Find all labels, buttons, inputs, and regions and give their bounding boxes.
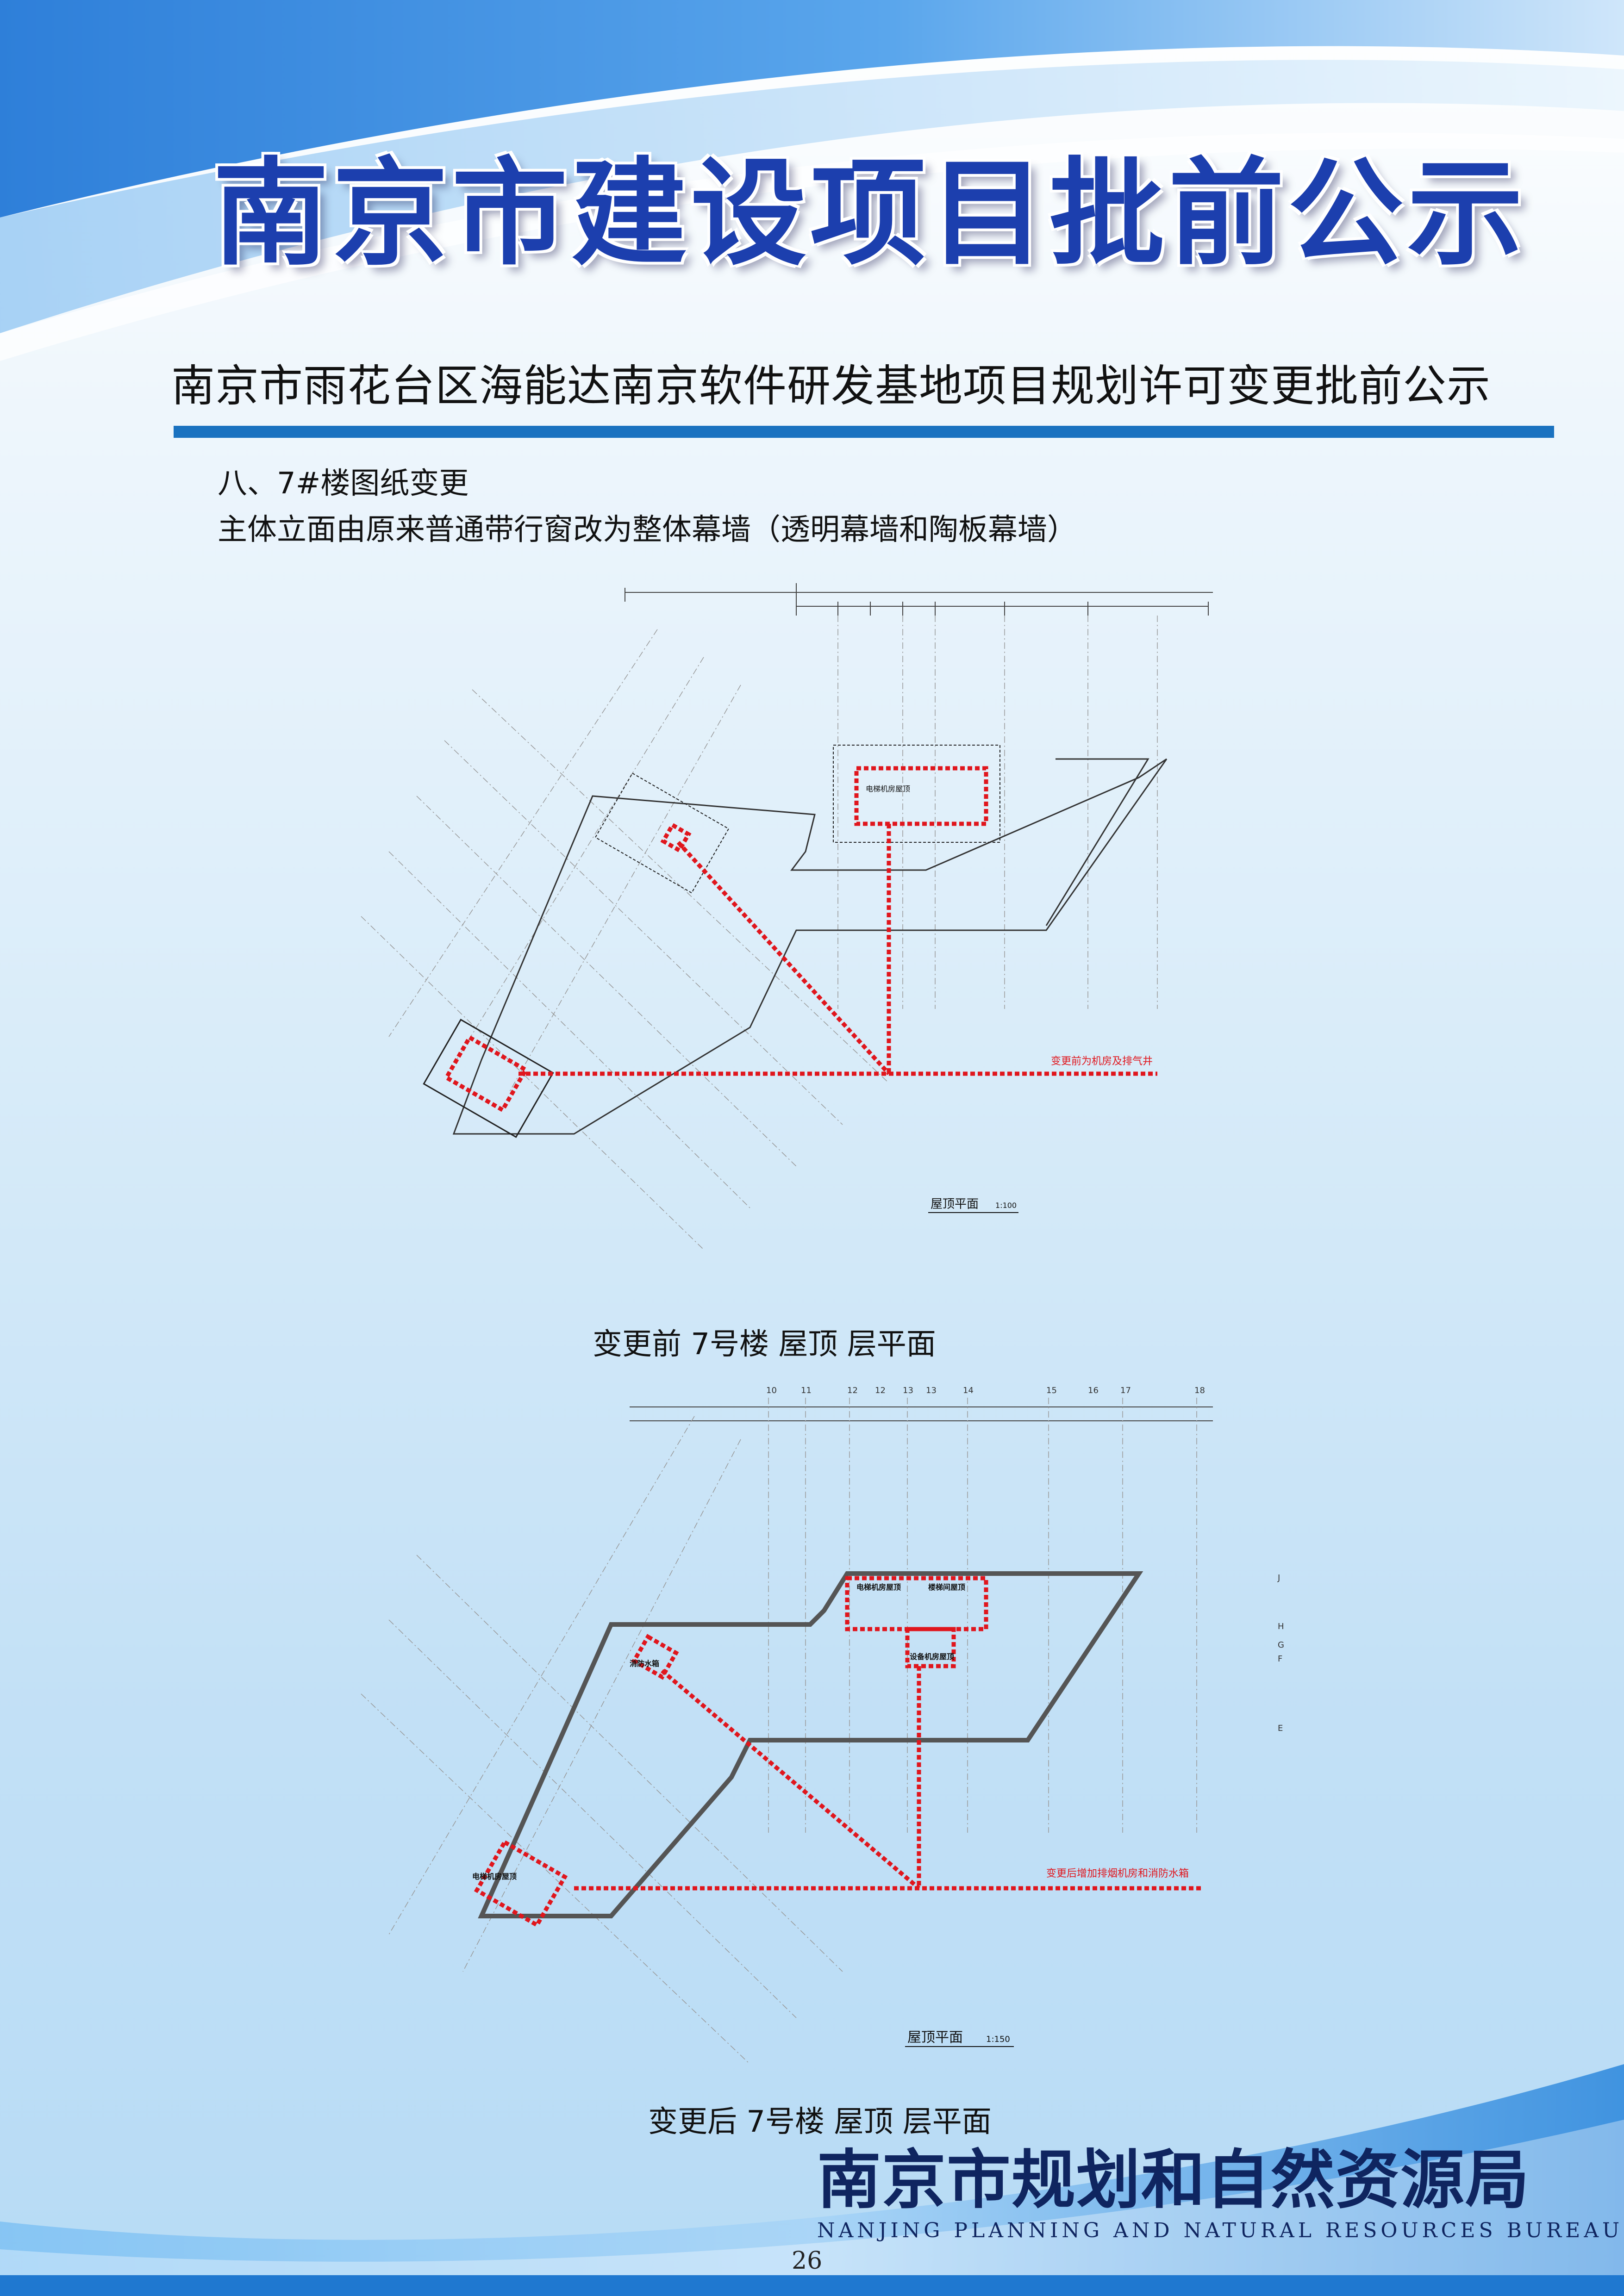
grid-lines-diagonal: [361, 629, 889, 1250]
subtitle-divider: [174, 426, 1554, 438]
axis-label: 10: [766, 1386, 777, 1395]
plan-title-after: 屋顶平面: [907, 2029, 963, 2046]
section-heading: 八、7#楼图纸变更: [218, 467, 469, 501]
lower-core-box: [423, 1019, 554, 1138]
caption-after: 变更后 7号楼 屋顶 层平面: [648, 2105, 992, 2139]
axis-label: 12: [875, 1386, 886, 1395]
caption-before: 变更前 7号楼 屋顶 层平面: [593, 1327, 936, 1362]
grid-lines-diagonal: [361, 1416, 843, 2065]
building-outline: [478, 1571, 1143, 1918]
change-annotation-before: 变更前为机房及排气井: [1051, 1056, 1153, 1067]
axis-label: H: [1278, 1622, 1284, 1631]
dimension-lines-top: [625, 583, 1213, 616]
grid-lines-vertical: [768, 1398, 1197, 1833]
axis-label: 17: [1120, 1386, 1131, 1395]
project-subtitle: 南京市雨花台区海能达南京软件研发基地项目规划许可变更批前公示: [171, 361, 1491, 411]
section-description: 主体立面由原来普通带行窗改为整体幕墙（透明幕墙和陶板幕墙）: [218, 513, 1077, 547]
axis-label: E: [1278, 1724, 1283, 1733]
plan-scale-before: 1:100: [995, 1201, 1017, 1210]
footer-background-swoosh: [0, 2064, 1624, 2296]
axis-label: 16: [1088, 1386, 1099, 1395]
header-background-swoosh: [0, 0, 1624, 361]
building-outline: [452, 758, 1168, 1135]
axis-label: G: [1278, 1640, 1284, 1650]
change-annotation-after: 变更后增加排烟机房和消防水箱: [1046, 1868, 1189, 1879]
dimension-lines-top: [630, 1406, 1213, 1421]
roof-plan-before: 电梯机房屋顶 变更前为机房及排气井 屋顶平面 1:100: [361, 583, 1213, 1250]
room-label: 楼梯间屋顶: [928, 1583, 965, 1592]
grid-lines-vertical: [837, 616, 1158, 1009]
footer-bar: [0, 2275, 1624, 2296]
red-highlight-markings: [474, 1576, 1204, 1928]
right-axis-labels: J H G F E: [1277, 1573, 1284, 1733]
plan-title-before: 屋顶平面: [931, 1197, 979, 1211]
room-label: 电梯机房屋顶: [472, 1872, 517, 1881]
stair-core-box: [833, 745, 1000, 843]
exhaust-shaft-box: [594, 772, 730, 894]
axis-label: 15: [1046, 1386, 1057, 1395]
page-title: 南京市建设项目批前公示: [213, 145, 1527, 281]
axis-label: 14: [963, 1386, 974, 1395]
axis-label: F: [1278, 1654, 1282, 1664]
room-label: 消防水箱: [630, 1659, 659, 1668]
room-label: 电梯机房屋顶: [856, 1583, 901, 1592]
top-axis-labels: 10 11 12 12 13 13 14 15 16 17 18: [766, 1386, 1205, 1395]
axis-label: 12: [847, 1386, 858, 1395]
page-number: 26: [792, 2247, 823, 2275]
room-label: 设备机房屋顶: [910, 1652, 954, 1661]
red-highlight-markings: [443, 766, 1157, 1113]
footer-organization-en: NANJING PLANNING AND NATURAL RESOURCES B…: [817, 2219, 1624, 2242]
axis-label: 13: [903, 1386, 913, 1395]
plan-scale-after: 1:150: [986, 2035, 1010, 2044]
roof-plan-after: 10 11 12 12 13 13 14 15 16 17 18 J H G F…: [361, 1386, 1284, 2065]
room-labels-after: 电梯机房屋顶 楼梯间屋顶 消防水箱 设备机房屋顶 电梯机房屋顶: [472, 1583, 965, 1881]
axis-label: 13: [926, 1386, 937, 1395]
room-label-before: 电梯机房屋顶: [866, 784, 910, 793]
axis-label: J: [1277, 1573, 1280, 1583]
axis-label: 18: [1194, 1386, 1205, 1395]
axis-label: 11: [801, 1386, 812, 1395]
footer-organization-cn: 南京市规划和自然资源局: [817, 2142, 1530, 2217]
